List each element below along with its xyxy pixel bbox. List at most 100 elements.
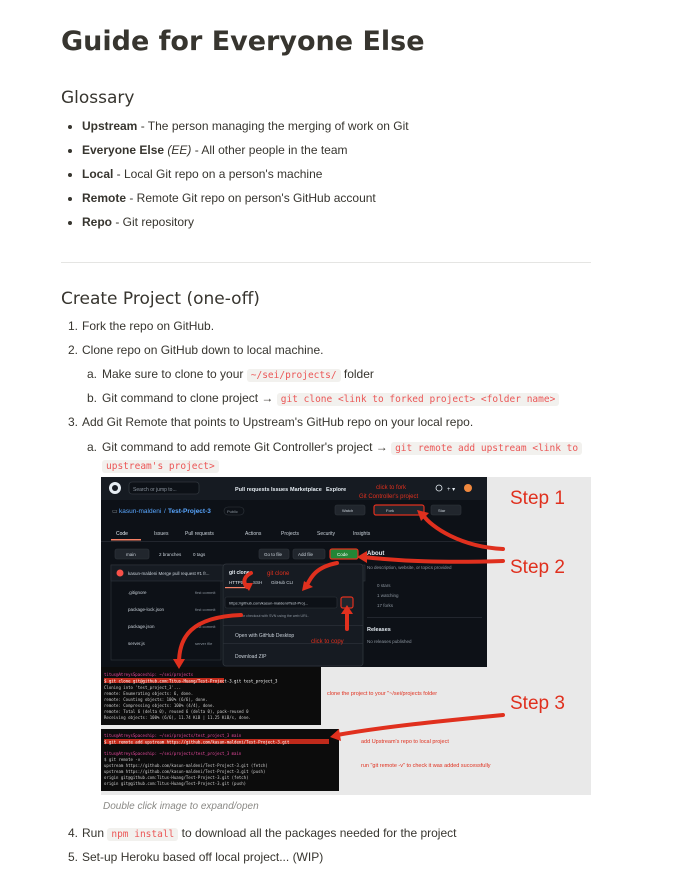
file-commit: first commit xyxy=(195,590,216,595)
sub-text: folder xyxy=(340,367,374,381)
list-number: 5. xyxy=(68,850,79,864)
repo-tab[interactable]: Security xyxy=(317,531,336,537)
glossary-desc: - All other people in the team xyxy=(191,143,348,157)
branch-select[interactable] xyxy=(114,548,150,560)
step-text: Run xyxy=(82,826,108,840)
releases-heading: Releases xyxy=(367,627,391,633)
star-label: Star xyxy=(438,508,446,513)
clone-tab[interactable]: HTTPS xyxy=(229,580,244,585)
plus-icon[interactable]: + ▾ xyxy=(447,487,455,493)
clone-dropdown-title: git clone xyxy=(229,570,250,576)
about-heading: About xyxy=(367,551,384,557)
code-button[interactable] xyxy=(329,548,359,560)
file-commit: first commit xyxy=(195,624,216,629)
clone-tab[interactable]: SSH xyxy=(253,580,262,585)
file-name[interactable]: package-lock.json xyxy=(128,607,165,612)
repo-tab[interactable]: Issues xyxy=(154,531,169,537)
inline-code: ~/sei/projects/ xyxy=(246,369,341,382)
clone-help: Use Git or checkout with SVN using the w… xyxy=(229,614,309,618)
stat-stars: 0 stars xyxy=(377,583,391,588)
arrow-clone xyxy=(305,561,339,587)
repo-name[interactable]: Test-Project-3 xyxy=(168,508,211,515)
github-search-text: Search or jump to... xyxy=(133,487,177,493)
step-3-label: Step 3 xyxy=(510,693,565,714)
annotation-text: git clone xyxy=(267,571,290,577)
repo-tab[interactable]: Projects xyxy=(281,531,300,537)
page-title: Guide for Everyone Else xyxy=(61,26,425,57)
terminal-line: $ git remote -v xyxy=(104,757,141,762)
add-file-button[interactable] xyxy=(292,548,326,560)
clone-tab[interactable]: GitHub CLI xyxy=(271,580,293,585)
image-caption: Double click image to expand/open xyxy=(103,801,259,812)
list-letter: a. xyxy=(87,440,98,454)
step-text: Add Git Remote that points to Upstream's… xyxy=(82,415,474,429)
create-heading: Create Project (one-off) xyxy=(61,289,260,309)
bullet-icon xyxy=(68,173,72,177)
go-to-file-button[interactable] xyxy=(258,548,290,560)
star-button[interactable] xyxy=(430,504,462,516)
branches-link[interactable]: 2 branches xyxy=(159,552,182,557)
repo-icon: ▭ xyxy=(112,509,118,515)
file-name[interactable]: package.json xyxy=(128,624,155,629)
list-number: 1. xyxy=(68,319,79,333)
inline-code: npm install xyxy=(107,828,179,841)
branch-label: main xyxy=(126,552,136,557)
list-letter: a. xyxy=(87,367,98,381)
list-number: 2. xyxy=(68,343,79,357)
github-search-input[interactable] xyxy=(128,481,200,495)
terminal-line: titus@AtreysSpaceship: ~/sei/projects xyxy=(104,672,194,677)
bell-icon[interactable] xyxy=(435,484,443,492)
arrow-terminal xyxy=(177,613,243,665)
glossary-term: Remote xyxy=(82,191,127,205)
sub-text: Make sure to clone to your xyxy=(102,367,247,381)
glossary-desc: - Git repository xyxy=(112,215,195,229)
open-desktop-link[interactable]: Open with GitHub Desktop xyxy=(235,633,294,639)
bullet-icon xyxy=(68,197,72,201)
file-name[interactable]: server.js xyxy=(128,641,146,646)
divider xyxy=(61,262,591,263)
file-name[interactable]: .gitignore xyxy=(128,590,147,595)
file-commit: server file xyxy=(195,641,213,646)
list-number: 3. xyxy=(68,415,79,429)
bullet-icon xyxy=(68,221,72,225)
fork-button[interactable] xyxy=(373,504,425,516)
step-1-label: Step 1 xyxy=(510,488,565,509)
repo-owner[interactable]: kasun-maldeni xyxy=(119,508,161,515)
repo-tab[interactable]: Pull requests xyxy=(185,531,214,537)
github-nav-item[interactable]: Pull requests xyxy=(235,487,270,493)
repo-tab[interactable]: Insights xyxy=(353,531,371,537)
file-commit: first commit xyxy=(195,607,216,612)
repo-badge: Public xyxy=(227,509,238,514)
tutorial-image[interactable]: Search or jump to... Pull requests Issue… xyxy=(101,477,591,795)
watch-label: Watch xyxy=(342,508,353,513)
repo-tab[interactable]: Actions xyxy=(245,531,262,537)
terminal-line: upstream https://github.com/kasun-malden… xyxy=(104,769,265,774)
repo-tab[interactable]: Code xyxy=(116,531,128,537)
github-nav-item[interactable]: Explore xyxy=(326,487,346,493)
avatar[interactable] xyxy=(464,484,472,492)
terminal-1 xyxy=(101,667,321,725)
sub-item-continued: upstream's project> xyxy=(102,458,219,474)
glossary-term: Everyone Else xyxy=(82,143,165,157)
github-nav-item[interactable]: Issues xyxy=(271,487,288,493)
terminal-line: $ git remote add upstream https://github… xyxy=(104,740,290,745)
bullet-icon xyxy=(68,149,72,153)
watch-button[interactable] xyxy=(334,504,366,516)
tags-link[interactable]: 0 tags xyxy=(193,552,206,557)
bullet-icon xyxy=(68,125,72,129)
svg-text:Code: Code xyxy=(337,552,348,557)
releases-desc: No releases published xyxy=(367,639,412,644)
glossary-heading: Glossary xyxy=(61,88,135,108)
github-nav-item[interactable]: Marketplace xyxy=(290,487,322,493)
annotation-text: click to copy xyxy=(311,639,344,645)
clone-url-input[interactable] xyxy=(224,596,338,609)
download-zip-link[interactable]: Download ZIP xyxy=(235,654,267,660)
list-letter: b. xyxy=(87,391,98,405)
arrowheads xyxy=(173,510,429,741)
about-desc: No description, website, or topics provi… xyxy=(367,565,452,570)
glossary-desc: - The person managing the merging of wor… xyxy=(137,119,409,133)
inline-code: git remote add upstream <link to xyxy=(391,442,583,455)
inline-code: upstream's project> xyxy=(102,460,219,473)
stat-forks: 17 forks xyxy=(377,603,394,608)
step-text: Clone repo on GitHub down to local machi… xyxy=(82,343,324,357)
